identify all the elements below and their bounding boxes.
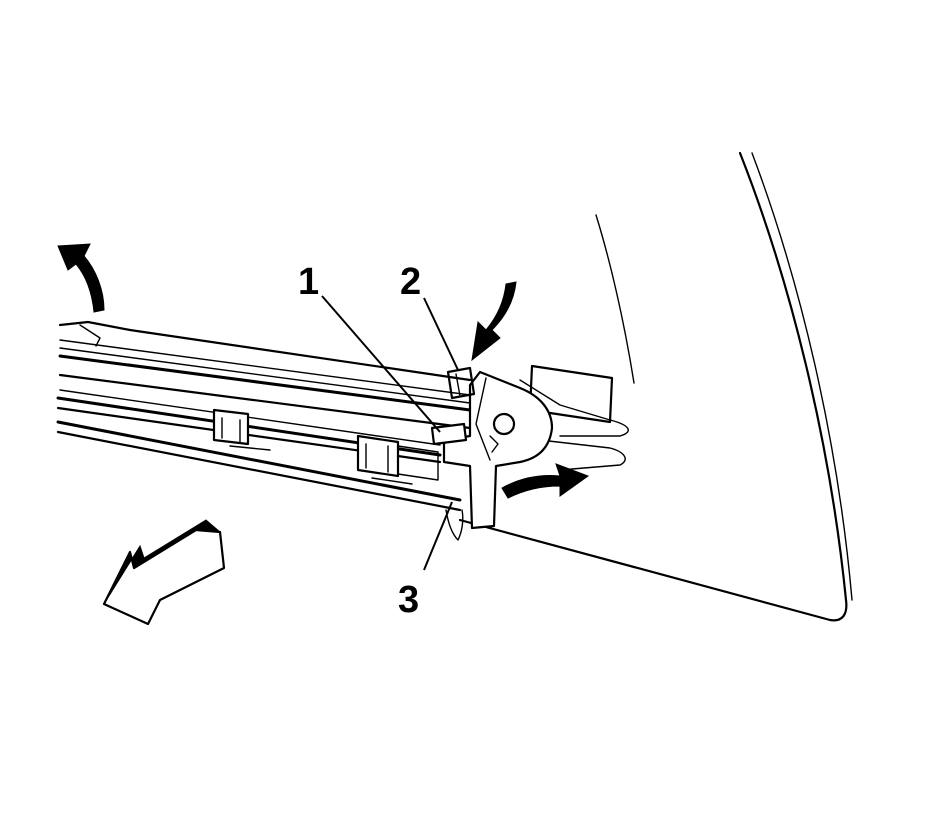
- curved-arrow-icon: [501, 463, 590, 499]
- rail-clips: [212, 408, 439, 485]
- leader-line-2: [423, 297, 459, 371]
- callout-label-1: 1: [298, 261, 319, 303]
- callout-label-2: 2: [400, 261, 421, 303]
- curved-arrow-icon: [57, 243, 105, 313]
- regulator-bracket: [430, 366, 554, 541]
- leader-lines: [321, 295, 459, 571]
- leader-line-3: [423, 501, 453, 571]
- curved-arrow-icon: [471, 281, 517, 362]
- leader-line-1: [321, 295, 441, 433]
- block-arrow-icon: [102, 519, 226, 626]
- window-glass: [458, 151, 853, 622]
- callout-label-3: 3: [398, 579, 419, 621]
